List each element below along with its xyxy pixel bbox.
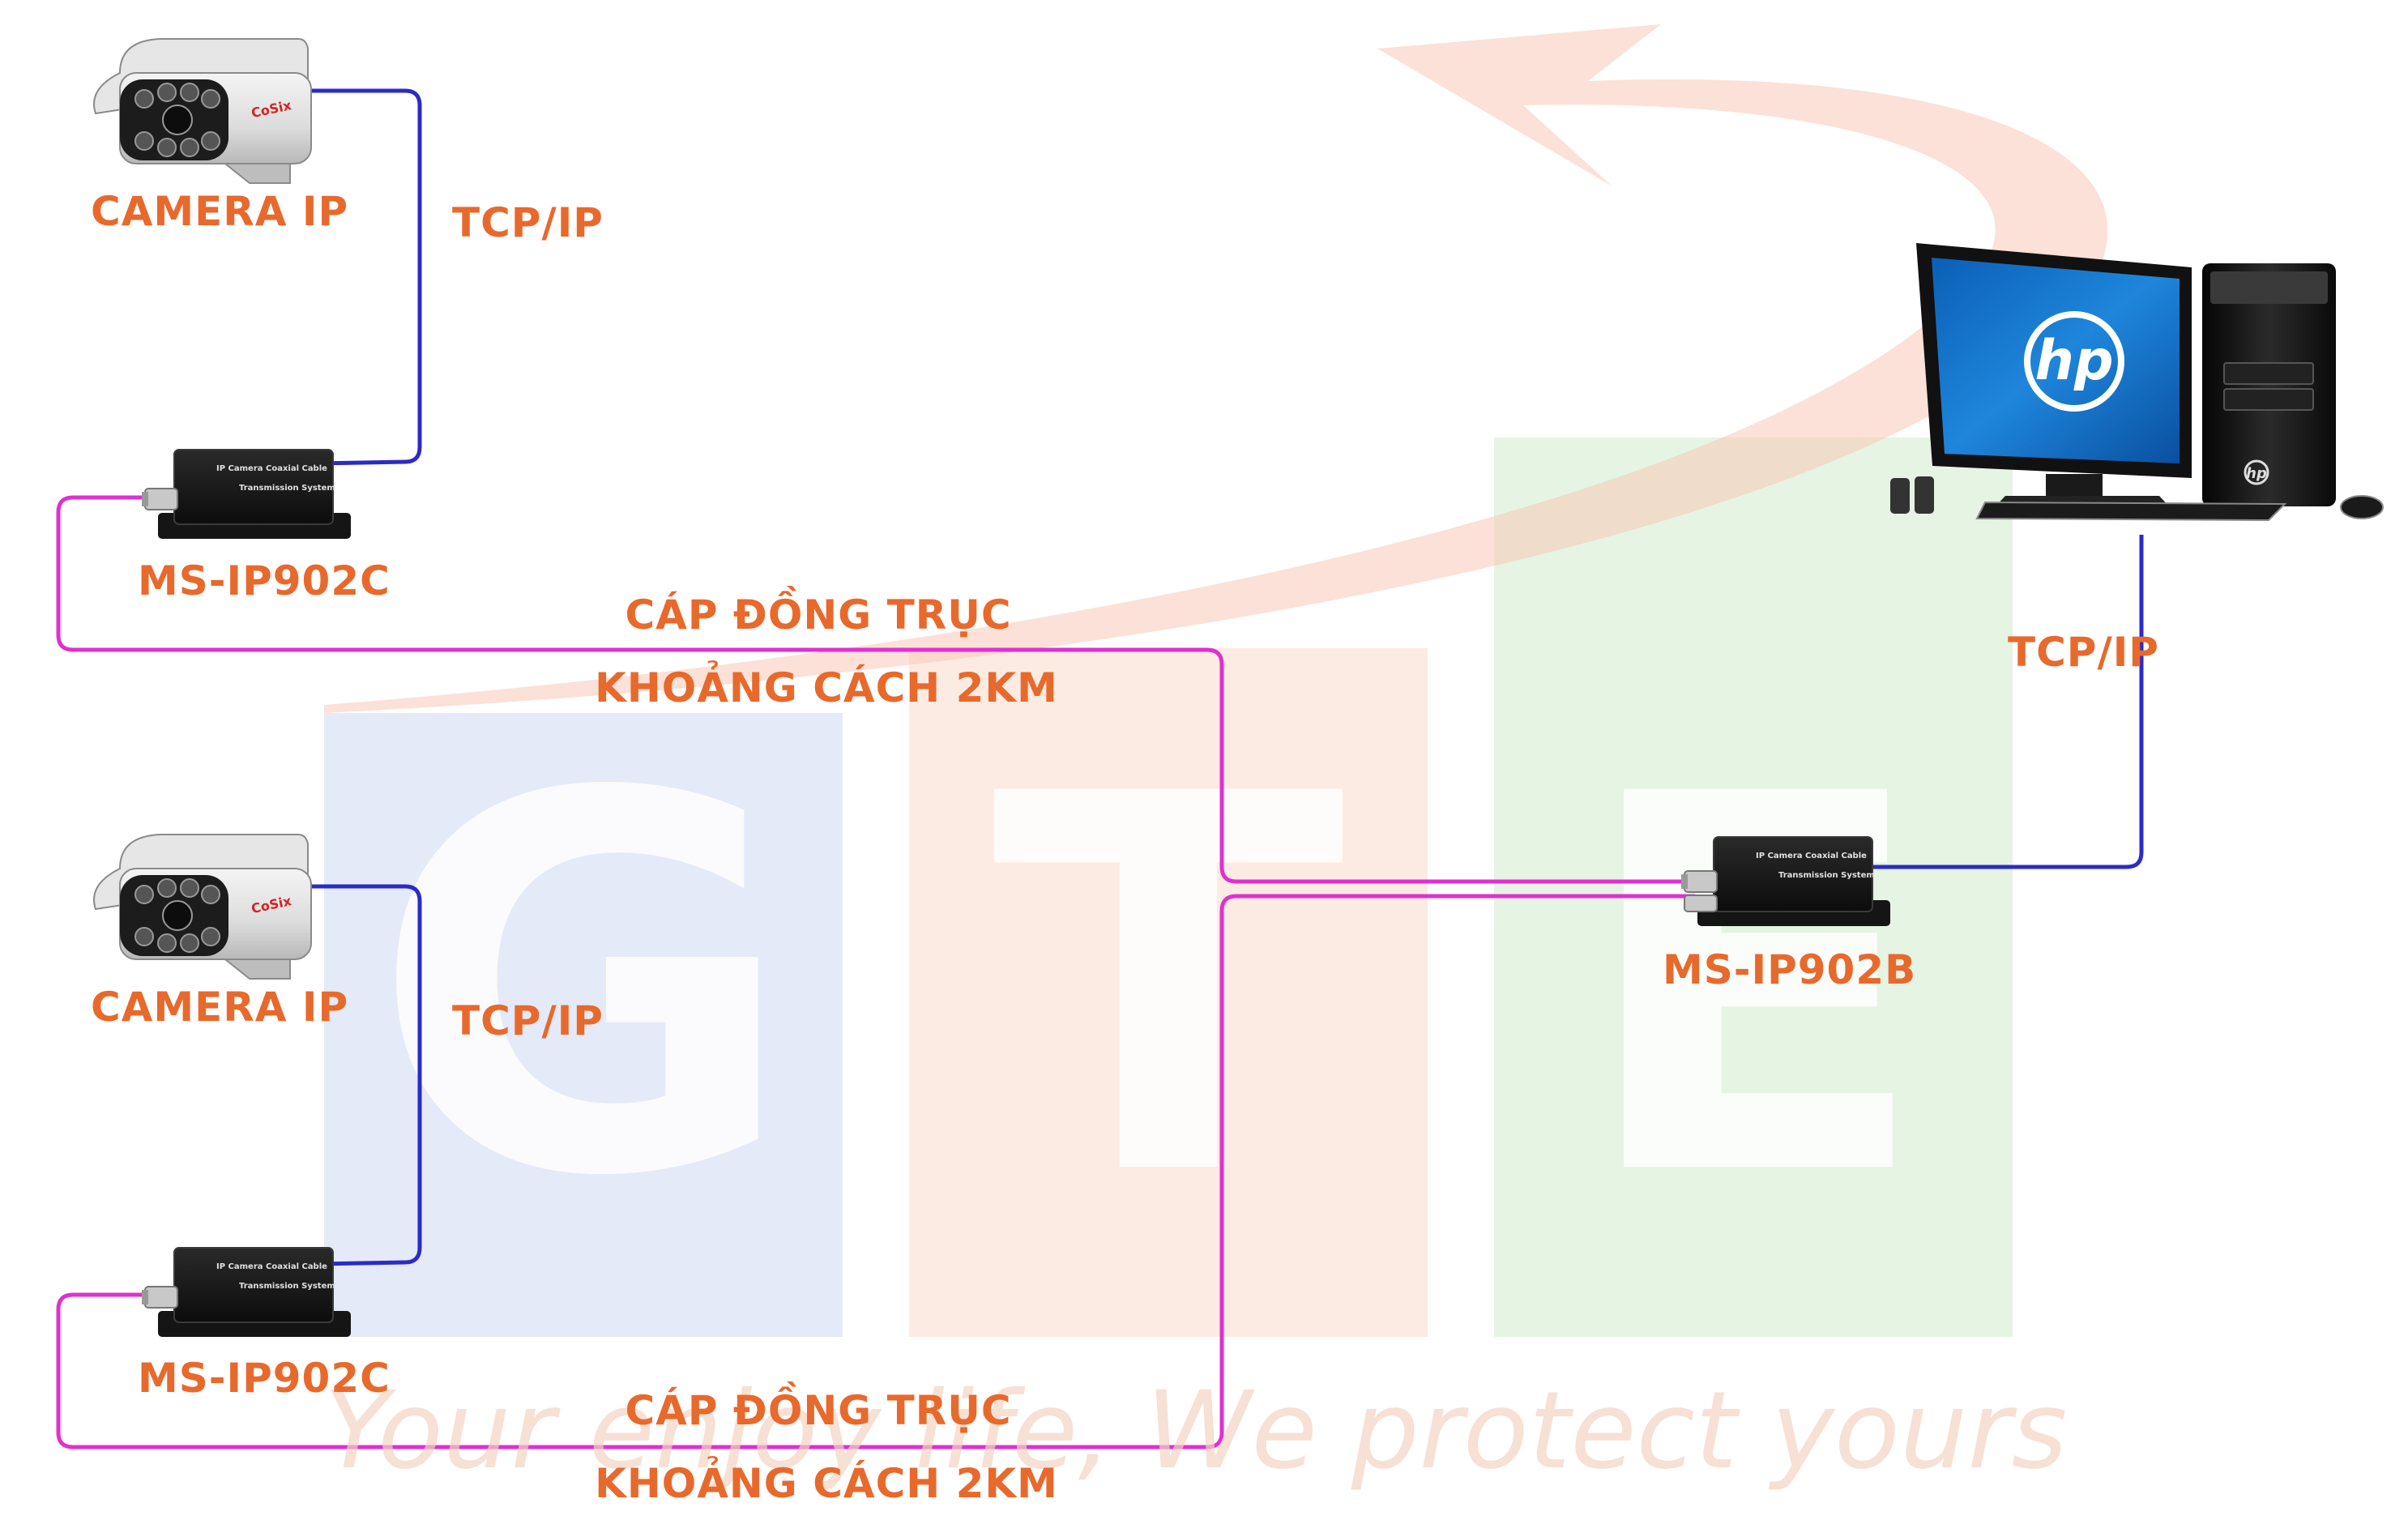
mouse [2340,495,2384,519]
coax-line-2 [56,894,1695,1450]
camera-ir-leds [134,878,220,953]
tcp-line-camera-2 [306,884,422,1266]
coax-1-label-line2: KHOẢNG CÁCH 2KM [595,664,1058,711]
tcp-ip-label-1: TCP/IP [452,199,604,246]
tcp-ip-label-3: TCP/IP [2008,629,2159,676]
tcp-line-camera-1 [306,88,422,466]
desktop-pc: hp hp [1890,243,2384,522]
camera-ir-leds [134,83,220,157]
tower-hp-logo: hp [2246,465,2267,482]
receiver-box: IP Camera Coaxial Cable Transmission Sys… [1681,836,1890,926]
tcp-ip-label-2: TCP/IP [452,997,604,1044]
bnc-connector [142,1286,178,1309]
connections [56,88,2144,1450]
box-body [173,1247,334,1323]
coax-1-label-line1: CÁP ĐỒNG TRỤC [625,591,1012,638]
watermark-blue-block [324,713,843,1337]
box-body [173,449,334,525]
box-label-line1: IP Camera Coaxial Cable [216,464,327,473]
watermark-letter-t: T [992,685,1348,1289]
transmitter-box-1: IP Camera Coaxial Cable Transmission Sys… [142,449,351,539]
camera-ip-1: CoSix [93,38,312,184]
receiver-label: MS-IP902B [1663,946,1917,993]
tower-case: hp [2202,263,2336,506]
hp-logo-circle [2024,311,2124,412]
box-label-line1: IP Camera Coaxial Cable [216,1262,327,1271]
monitor-stand [2046,474,2103,498]
box-label-line2: Transmission System [239,1282,335,1291]
tcp-line-receiver-pc [1847,535,2144,869]
transmitter-2-label: MS-IP902C [138,1355,391,1402]
box-label-line2: Transmission System [239,484,335,493]
coax-line-1 [56,495,1695,884]
watermark: G T E [324,24,2108,1337]
camera-2-label: CAMERA IP [91,984,349,1031]
camera-bracket [223,163,291,184]
watermark-orange-block [909,648,1428,1337]
speakers [1890,476,1934,514]
transmitter-box-2: IP Camera Coaxial Cable Transmission Sys… [142,1247,351,1337]
transmitter-1-label: MS-IP902C [138,557,391,604]
box-label-line2: Transmission System [1778,871,1875,880]
bnc-connector [142,488,178,510]
camera-bracket [223,959,291,980]
monitor-hp-logo: hp [2034,329,2113,393]
coax-2-label-line1: CÁP ĐỒNG TRỤC [625,1387,1012,1434]
watermark-letter-e: E [1576,685,1930,1289]
camera-1-label: CAMERA IP [91,188,349,235]
coax-2-label-line2: KHOẢNG CÁCH 2KM [595,1460,1058,1507]
monitor-screen [1932,258,2180,463]
camera-ip-2: CoSix [93,834,312,980]
keyboard [1975,501,2287,522]
tower-hp-logo-icon [2244,459,2269,485]
watermark-slogan: Your enjoy life, We protect yours [324,1368,2068,1493]
bnc-connector [1681,870,1718,912]
watermark-letter-g: G [370,685,796,1289]
box-label-line1: IP Camera Coaxial Cable [1756,852,1867,860]
